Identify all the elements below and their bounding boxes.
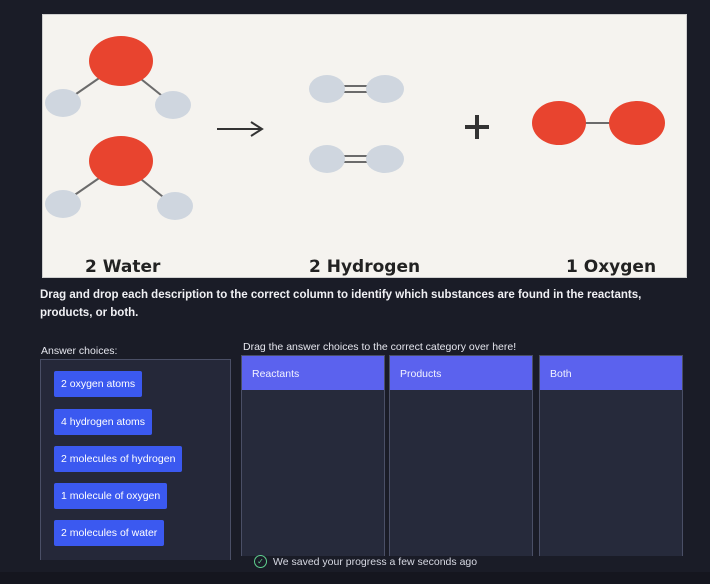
choice-2-oxygen-atoms[interactable]: 2 oxygen atoms bbox=[54, 371, 143, 397]
hydrogen-molecule-2 bbox=[309, 145, 404, 173]
oxygen-molecule bbox=[532, 101, 665, 145]
answer-choices-container: 2 oxygen atoms 4 hydrogen atoms 2 molecu… bbox=[40, 359, 231, 560]
save-status-text: We saved your progress a few seconds ago bbox=[273, 555, 478, 568]
column-header-reactants: Reactants bbox=[242, 356, 384, 390]
oxygen-label: 1 Oxygen bbox=[566, 257, 657, 277]
check-circle-icon: ✓ bbox=[254, 555, 267, 568]
column-header-products: Products bbox=[390, 356, 532, 390]
reaction-illustration bbox=[45, 36, 665, 220]
choice-2-molecules-of-hydrogen[interactable]: 2 molecules of hydrogen bbox=[54, 446, 183, 472]
question-instructions: Drag and drop each description to the co… bbox=[40, 289, 642, 319]
choice-2-molecules-of-water[interactable]: 2 molecules of water bbox=[54, 520, 165, 546]
answer-choices-label: Answer choices: bbox=[41, 345, 118, 357]
reaction-diagram: 2 Water 2 Hydrogen 1 Oxygen bbox=[42, 14, 687, 278]
water-molecule-1 bbox=[45, 36, 191, 119]
hydrogen-molecule-1 bbox=[309, 75, 404, 103]
hydrogen-label: 2 Hydrogen bbox=[309, 257, 421, 277]
water-label: 2 Water bbox=[85, 257, 161, 277]
drop-zone-both[interactable]: Both bbox=[539, 355, 683, 556]
drop-instructions-label: Drag the answer choices to the correct c… bbox=[243, 341, 517, 353]
choice-4-hydrogen-atoms[interactable]: 4 hydrogen atoms bbox=[54, 409, 153, 435]
plus-sign bbox=[465, 115, 489, 139]
choice-1-molecule-of-oxygen[interactable]: 1 molecule of oxygen bbox=[54, 483, 168, 509]
bottom-edge bbox=[0, 572, 710, 584]
save-status: ✓ We saved your progress a few seconds a… bbox=[254, 555, 477, 568]
column-header-both: Both bbox=[540, 356, 682, 390]
reaction-arrow bbox=[217, 121, 264, 137]
drop-zone-reactants[interactable]: Reactants bbox=[241, 355, 385, 556]
drop-zone-products[interactable]: Products bbox=[389, 355, 533, 556]
water-molecule-2 bbox=[45, 136, 193, 220]
